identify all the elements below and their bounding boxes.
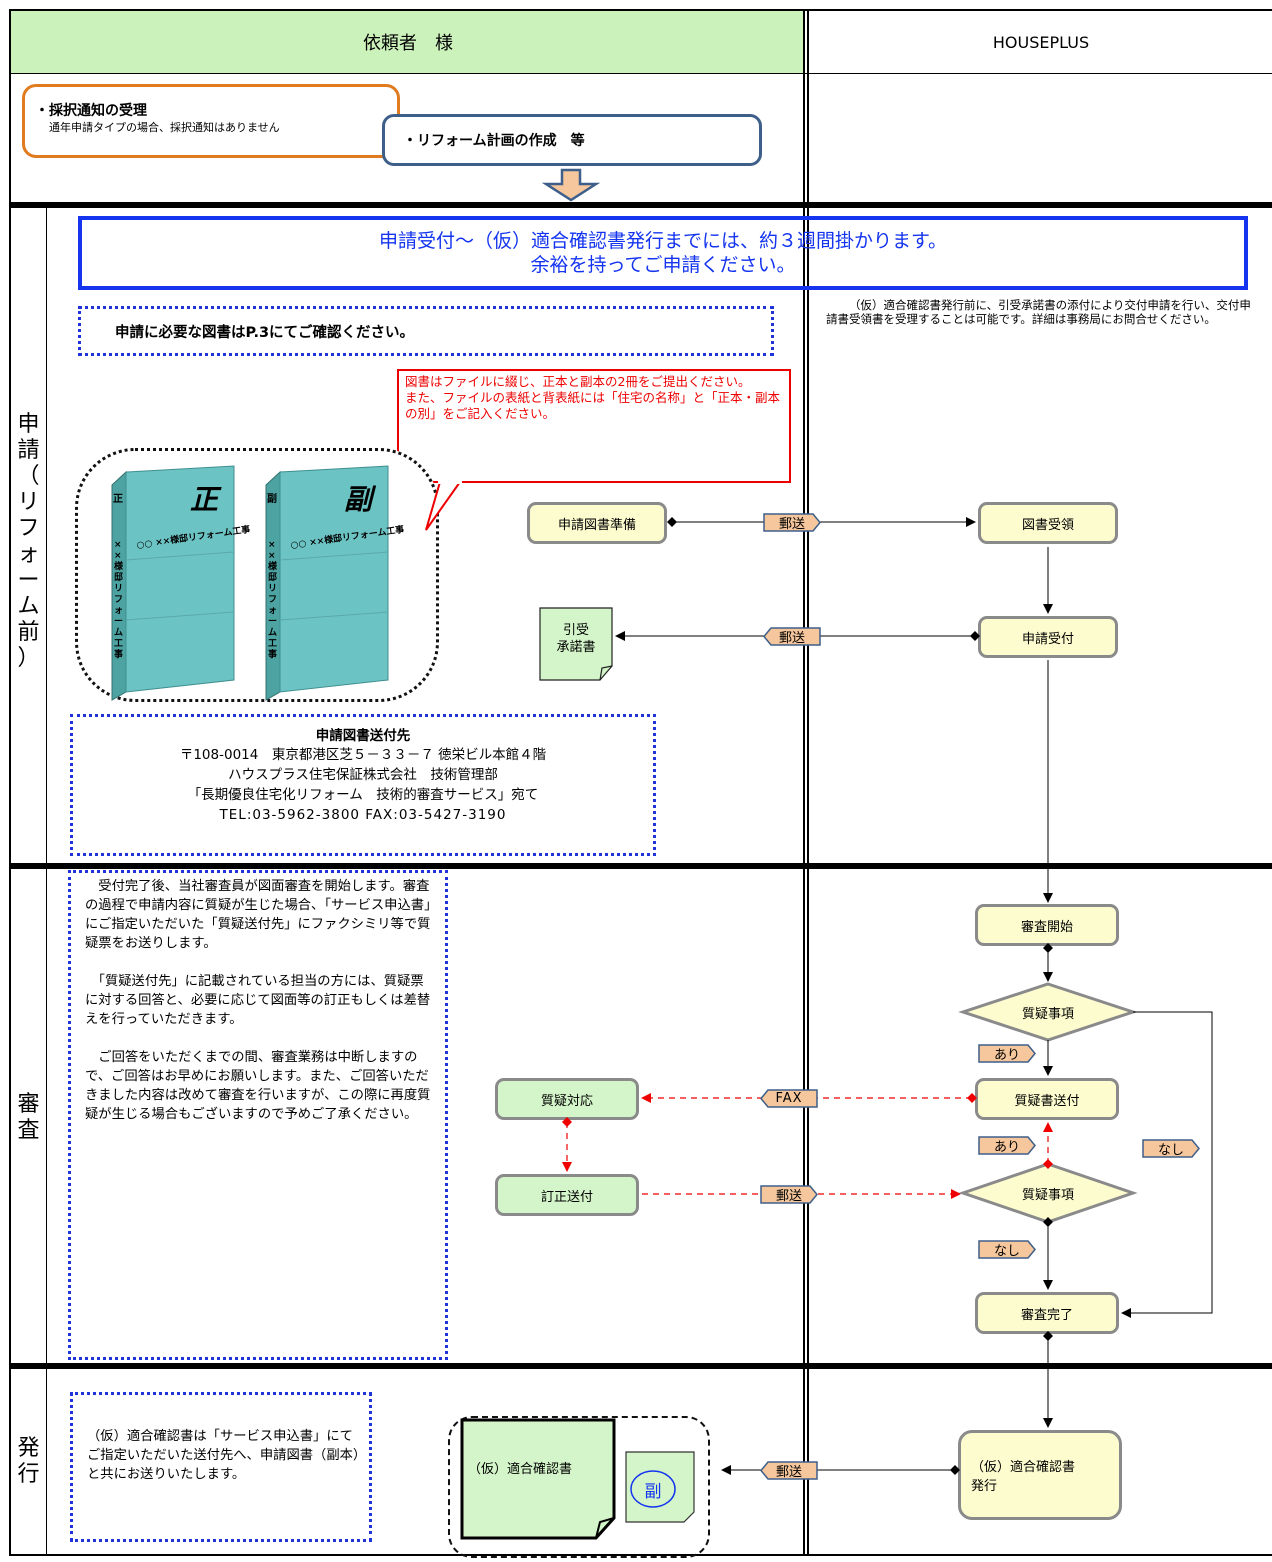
acceptance-title: ・採択通知の受理 <box>35 103 147 119</box>
node-question-2: 質疑事項 <box>1021 1188 1074 1203</box>
binder-1-spine: ××様邸リフォーム工事 <box>114 540 124 660</box>
tag-mail-review: 郵送 <box>760 1185 818 1204</box>
node-correct-send: 訂正送付 <box>495 1174 639 1216</box>
lane-divider-a <box>803 9 805 1556</box>
address-line-3: 「長期優良住宅化リフォーム 技術的審査サービス」宛て <box>187 787 539 803</box>
time-banner: 申請受付～（仮）適合確認書発行までには、約３週間掛かります。 余裕を持ってご申請… <box>78 216 1248 290</box>
address-line-4: TEL:03-5962-3800 FAX:03-5427-3190 <box>219 807 507 823</box>
binder-group <box>75 448 439 702</box>
node-accept: 申請受付 <box>978 616 1118 658</box>
tag-mail-1: 郵送 <box>763 513 821 532</box>
binder-2-mark: 副 <box>344 483 373 516</box>
frame-top <box>9 9 1272 11</box>
address-line-2: ハウスプラス住宅保証株式会社 技術管理部 <box>228 767 498 783</box>
header-requester: 依頼者 様 <box>11 11 805 73</box>
section-label-issue: 発行 <box>17 1436 40 1487</box>
section-divider-3 <box>9 1363 1272 1369</box>
frame-bottom <box>9 1554 1272 1556</box>
header-requester-label: 依頼者 様 <box>363 33 453 54</box>
time-banner-line1: 申請受付～（仮）適合確認書発行までには、約３週間掛かります。 <box>378 230 948 252</box>
copy-mark: 副 <box>644 1482 662 1502</box>
red-note: 図書はファイルに綴じ、正本と副本の2冊をご提出ください。 また、ファイルの表紙と… <box>397 369 791 483</box>
certificate-label: （仮）適合確認書 <box>468 1462 573 1477</box>
node-respond: 質疑対応 <box>495 1078 639 1120</box>
review-note-p3: ご回答をいただくまでの間、審査業務は中断しますので、ご回答はお早めにお願いします… <box>85 1050 431 1122</box>
review-note-p1: 受付完了後、当社審査員が図面審査を開始します。審査の過程で申請内容に質疑が生じた… <box>85 879 431 951</box>
node-send-questions: 質疑書送付 <box>975 1078 1119 1120</box>
binder-1-spine-mark: 正 <box>113 494 123 505</box>
node-question-1: 質疑事項 <box>1021 1007 1074 1022</box>
tag-no-2: なし <box>978 1240 1036 1259</box>
acceptance-box: ・採択通知の受理 通年申請タイプの場合、採択通知はありません <box>22 84 400 158</box>
label-column-line <box>46 208 47 1554</box>
issue-note: （仮）適合確認書は「サービス申込書」にてご指定いただいた送付先へ、申請図書（副本… <box>87 1429 360 1482</box>
docs-note-box: 申請に必要な図書はP.3にてご確認ください。 <box>78 306 774 356</box>
section-divider-2 <box>9 863 1272 869</box>
node-review-start: 審査開始 <box>975 904 1119 946</box>
address-title: 申請図書送付先 <box>315 728 411 744</box>
review-note-p2: 「質疑送付先」に記載されている担当の方には、質疑票に対する回答と、必要に応じて図… <box>85 974 431 1027</box>
binder-1-mark: 正 <box>190 483 219 516</box>
lane-divider-b <box>807 9 809 1556</box>
review-note-box: 受付完了後、当社審査員が図面審査を開始します。審査の過程で申請内容に質疑が生じた… <box>68 870 448 1360</box>
node-prepare-docs: 申請図書準備 <box>527 502 667 544</box>
address-line-1: 〒108-0014 東京都港区芝５－３３－７ 徳栄ビル本館４階 <box>179 747 547 763</box>
tag-no-1: なし <box>1142 1139 1200 1158</box>
section-label-apply: 申請（リフォーム前） <box>17 412 40 671</box>
node-review-done: 審査完了 <box>975 1292 1119 1334</box>
consent-doc-label: 引受 承諾書 <box>556 623 596 655</box>
plan-box: ・リフォーム計画の作成 等 <box>382 114 762 166</box>
header-company-label: HOUSEPLUS <box>992 32 1090 52</box>
section-divider-1 <box>9 202 1272 208</box>
time-banner-line2: 余裕を持ってご申請ください。 <box>530 254 796 276</box>
binder-2-spine-mark: 副 <box>267 494 277 505</box>
address-box: 申請図書送付先 〒108-0014 東京都港区芝５－３３－７ 徳栄ビル本館４階 … <box>70 714 656 856</box>
tag-mail-2: 郵送 <box>763 627 821 646</box>
certificate-group <box>448 1416 710 1558</box>
node-receive-docs: 図書受領 <box>978 502 1118 544</box>
plan-label: ・リフォーム計画の作成 等 <box>403 133 585 149</box>
tag-fax: FAX <box>760 1089 818 1108</box>
frame-left <box>9 9 11 1556</box>
tag-mail-issue: 郵送 <box>760 1461 818 1480</box>
tag-yes-1: あり <box>978 1044 1036 1063</box>
header-divider <box>9 73 1272 74</box>
header-company: HOUSEPLUS <box>810 11 1272 73</box>
tag-yes-2: あり <box>978 1136 1036 1155</box>
binder-2-spine: ××様邸リフォーム工事 <box>268 540 278 660</box>
right-note: （仮）適合確認書発行前に、引受承諾書の添付により交付申請を行い、交付申請書受領書… <box>826 298 1251 326</box>
section-label-review: 審査 <box>17 1092 40 1143</box>
issue-note-box: （仮）適合確認書は「サービス申込書」にてご指定いただいた送付先へ、申請図書（副本… <box>70 1392 372 1542</box>
docs-note: 申請に必要な図書はP.3にてご確認ください。 <box>115 324 415 341</box>
acceptance-note: 通年申請タイプの場合、採択通知はありません <box>49 121 280 134</box>
node-issue: （仮）適合確認書 発行 <box>958 1430 1122 1520</box>
